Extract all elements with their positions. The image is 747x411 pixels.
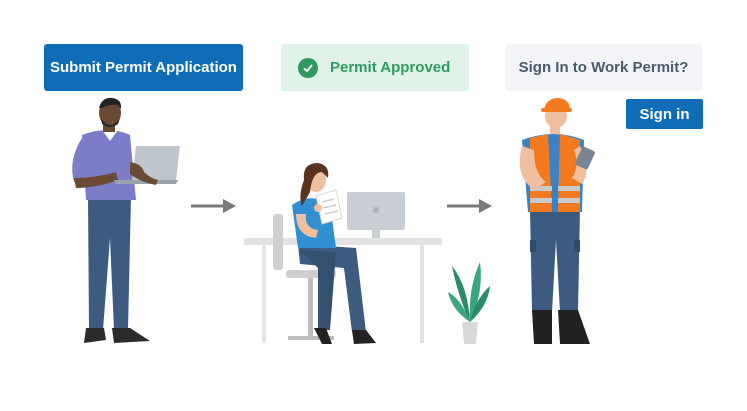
submit-permit-application-button[interactable]: Submit Permit Application: [44, 44, 243, 91]
construction-worker-illustration: [519, 98, 595, 344]
permit-approved-badge: Permit Approved: [281, 44, 469, 91]
sign-in-prompt: Sign In to Work Permit?: [505, 44, 702, 91]
plant-illustration: [448, 262, 490, 344]
sign-in-button[interactable]: Sign in: [626, 99, 703, 129]
arrow-right-icon: [447, 199, 492, 213]
arrow-right-icon: [191, 199, 236, 213]
man-with-laptop-illustration: [72, 97, 180, 343]
woman-at-desk-illustration: [244, 163, 442, 344]
check-circle-icon: [298, 57, 318, 78]
permit-approved-label: Permit Approved: [330, 59, 451, 76]
